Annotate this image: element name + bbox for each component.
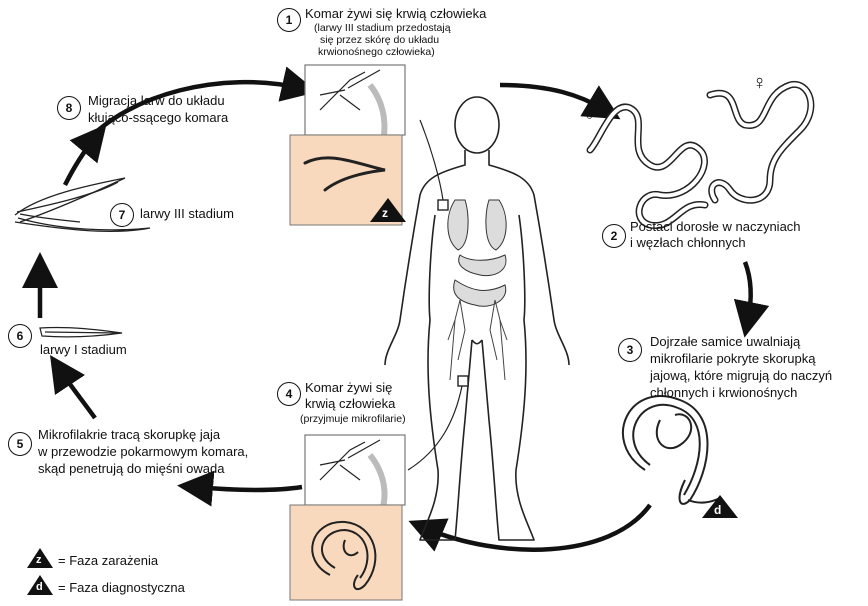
step-8-line-2: kłująco-ssącego komara [88,110,229,125]
male-symbol: ♂ [584,105,598,125]
step-3-line-3: jajową, które migrują do naczyń [650,368,833,383]
diagnostic-phase-badge-d [702,495,738,518]
microfilaria-in-panel-illustration [311,520,377,591]
step-4-line-2: krwią człowieka [305,396,396,411]
step-5-line-3: skąd penetrują do mięśni owada [38,461,225,476]
step-2-number: 2 [602,224,626,248]
step-4-note: (przyjmuje mikrofilarie) [300,413,406,425]
legend-z-letter: z [36,554,42,566]
step-3-line-2: mikrofilarie pokryte skorupką [650,351,816,366]
microfilaria-illustration [621,395,721,505]
mosquito-panel-bottom [304,434,406,517]
step-1-number: 1 [277,8,301,32]
arrow-4-to-5 [177,470,303,507]
step-3-line-1: Dojrzałe samice uwalniają [650,334,801,349]
step-6-line-1: larwy I stadium [40,342,127,357]
larva-stage1-illustration [39,326,123,338]
step-5-line-2: w przewodzie pokarmowym komara, [38,444,249,459]
step-3-line-4: chłonnych i krwionośnych [650,385,798,400]
arrow-3-to-4 [408,503,652,552]
arrow-2-to-3 [733,261,770,338]
step-1-title: Komar żywi się krwią człowieka [305,6,487,21]
step-5-number: 5 [8,432,32,456]
legend-diagnostic-phase: = Faza diagnostyczna [58,580,185,595]
step-7-line-1: larwy III stadium [140,206,234,221]
step-7-number: 7 [110,203,134,227]
female-symbol: ♀ [752,72,767,94]
larva-in-panel-illustration [303,156,386,192]
step-3-number: 3 [618,338,642,362]
bite-site-lower [457,375,469,387]
human-body-illustration [384,96,570,541]
badge-z-letter: z [382,206,388,220]
arrow-8-to-1 [86,66,318,142]
step-2-line-1: Postaci dorosłe w naczyniach [630,219,801,234]
larva-stage3-illustration [14,177,151,232]
step-8-line-1: Migracja larw do układu [88,93,225,108]
step-1-note-3: krwionośnego człowieka) [318,46,435,58]
step-5-line-1: Mikrofilakrie tracą skorupkę jaja [38,427,221,442]
lymph-vessels-illustration [447,299,508,381]
badge-d-letter: d [714,503,722,517]
infection-phase-badge-z [370,198,406,222]
step-4-number: 4 [277,382,301,406]
legend-infection-phase: = Faza zarażenia [58,553,159,568]
step-2-line-2: i węzłach chłonnych [630,235,746,250]
arrow-1-to-2 [499,82,621,120]
bite-site-upper [437,199,449,211]
arrow-7-to-8 [62,124,107,187]
step-1-note-2: się przez skórę do układu [320,34,440,46]
legend-badge-z [27,548,53,568]
step-6-number: 6 [8,324,32,348]
step-1-note-1: (larwy III stadium przedostają [314,22,451,34]
legend-d-letter: d [36,581,43,593]
human-organs-illustration [447,199,507,307]
arrow-5-to-6 [50,355,97,420]
step-8-number: 8 [57,96,81,120]
step-4-line-1: Komar żywi się [305,380,393,395]
mosquito-panel-top [304,64,406,152]
legend-badge-d [27,575,53,595]
